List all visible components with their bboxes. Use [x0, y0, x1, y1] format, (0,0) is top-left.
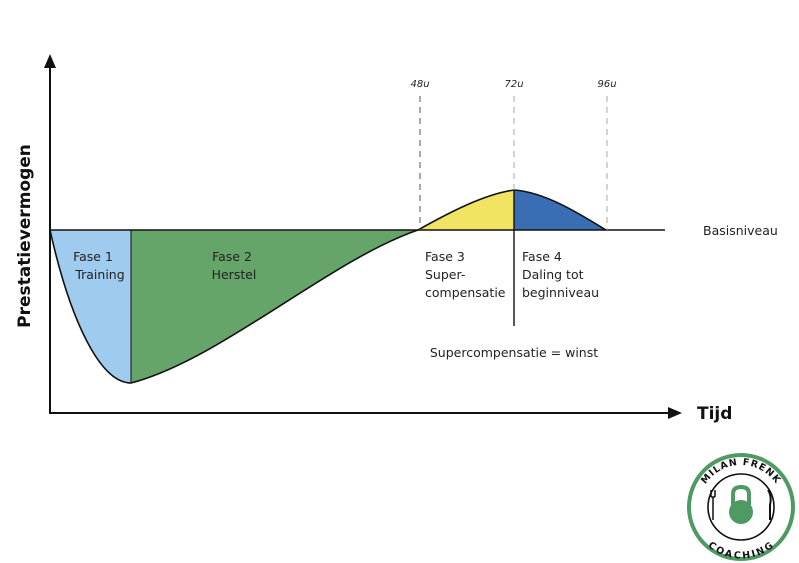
phase-3-title: Fase 3 — [425, 249, 465, 264]
x-axis-label: Tijd — [697, 404, 732, 424]
performance-curve — [49, 189, 607, 384]
phase-2-name: Herstel — [212, 267, 257, 282]
phase-1-title: Fase 1 — [73, 249, 113, 264]
milan-frenk-coaching-logo: MILAN FRENK COACHING — [687, 453, 795, 562]
fork-icon — [710, 490, 716, 520]
phase-3-area — [418, 190, 514, 230]
phase-2-title: Fase 2 — [212, 249, 252, 264]
phase-1-name: Training — [74, 267, 124, 282]
marker-48u: 48u — [410, 79, 429, 90]
phase-1-area — [50, 230, 131, 383]
phase-2-area — [131, 230, 418, 383]
phase-3-name-2: compensatie — [425, 285, 506, 300]
phase-4-name-1: Daling tot — [522, 267, 584, 282]
kettlebell-icon — [729, 484, 753, 524]
phase-4-title: Fase 4 — [522, 249, 562, 264]
phase-4-name-2: beginniveau — [522, 285, 599, 300]
x-axis-arrow-icon — [668, 407, 682, 419]
marker-96u: 96u — [597, 79, 616, 90]
y-axis-arrow-icon — [44, 54, 56, 68]
caption: Supercompensatie = winst — [430, 345, 598, 360]
marker-72u: 72u — [504, 79, 523, 90]
phase-4-area — [514, 190, 606, 230]
phase-3-name-1: Super- — [425, 267, 465, 282]
y-axis-label: Prestatievermogen — [15, 144, 35, 328]
knife-icon — [767, 489, 772, 520]
baseline-label: Basisniveau — [703, 223, 778, 238]
